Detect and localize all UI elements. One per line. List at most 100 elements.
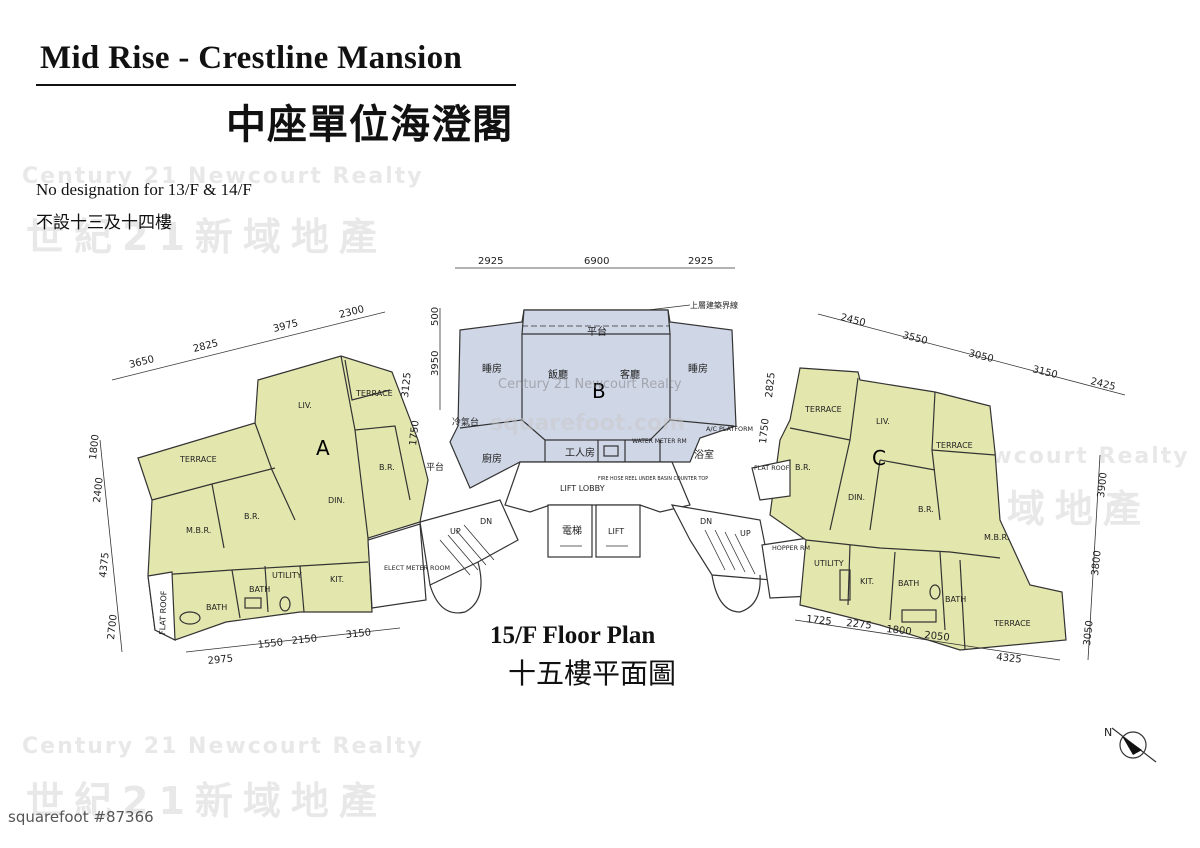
b-bath-label: 浴室 [694, 448, 714, 461]
a-bath1-label: BATH [206, 603, 227, 612]
dim-a-left-4: 2700 [106, 614, 120, 640]
dim-c-top-1: 2450 [839, 312, 866, 329]
plan-title-en: 15/F Floor Plan [490, 622, 656, 649]
dimension-lines [99, 267, 1126, 661]
a-terrace-left-label: TERRACE [179, 455, 217, 464]
stair-left [419, 499, 519, 586]
dim-c-top-4: 3150 [1031, 364, 1058, 381]
dim-b-left-1: 500 [430, 307, 441, 326]
a-din-label: DIN. [328, 496, 345, 505]
watermark-plan-en: Century 21 Newcourt Realty [498, 377, 682, 392]
c-liv-label: LIV. [876, 417, 890, 426]
dim-c-bottom-1: 1725 [806, 614, 832, 628]
c-terrace-left-label: TERRACE [804, 405, 842, 414]
a-utility-label: UTILITY [272, 571, 302, 580]
dim-a-bottom-4: 3150 [345, 627, 371, 641]
b-bed-left-label: 睡房 [482, 362, 502, 375]
lift-car-2 [595, 504, 641, 558]
dim-a-top-1: 3650 [128, 354, 155, 371]
north-label: N [1104, 726, 1112, 739]
title-underline [36, 84, 516, 86]
unit-b [449, 304, 737, 489]
stair-left-dn: DN [480, 517, 492, 526]
b-living-label: 客廳 [620, 368, 640, 381]
dim-a-bottom-3: 2150 [291, 633, 317, 647]
dim-a-left-1: 1800 [88, 434, 102, 460]
b-platform-label: 平台 [587, 325, 607, 338]
watermark-plan-site: squarefoot.com [490, 411, 685, 436]
c-kit-label: KIT. [860, 577, 874, 586]
a-mbr-label: M.B.R. [186, 526, 211, 535]
a-br2-label: B.R. [379, 463, 395, 472]
stair-left-up: UP [450, 527, 461, 536]
stair-right-dn: DN [700, 517, 712, 526]
b-ac-platform-label: A/C PLATFORM [706, 425, 753, 433]
dim-c-top-2: 3550 [901, 330, 928, 347]
c-bath2-label: BATH [945, 595, 966, 604]
c-flat-roof-label: FLAT ROOF [754, 464, 790, 472]
dim-a-inner-1: 3125 [400, 372, 414, 398]
floor-note-zh: 不設十三及十四樓 [36, 213, 172, 233]
c-terrace-bottom-label: TERRACE [993, 619, 1031, 628]
unit-a [137, 355, 429, 641]
b-kitchen-label: 廚房 [482, 452, 502, 465]
unit-c-letter: C [872, 446, 886, 470]
b-ac-label: 冷氣台 [452, 416, 479, 428]
c-mbr-label: M.B.R. [984, 533, 1009, 542]
c-br2-label: B.R. [918, 505, 934, 514]
dim-c-right-1: 3900 [1096, 472, 1110, 498]
a-bath2-label: BATH [249, 585, 270, 594]
elect-meter-label: ELECT METER ROOM [384, 564, 450, 572]
b-dining-label: 飯廳 [548, 368, 568, 381]
dim-b-left-2: 3950 [430, 351, 441, 376]
a-flat-roof-label: FLAT ROOF [158, 590, 169, 635]
c-bath1-label: BATH [898, 579, 919, 588]
water-meter-label: WATER METER RM [632, 438, 687, 445]
lift-zh-label: 電梯 [562, 524, 582, 537]
dim-c-right-3: 3050 [1082, 620, 1096, 646]
dim-c-right-2: 3800 [1090, 550, 1104, 576]
lift-en-label: LIFT [608, 527, 624, 536]
central-core [419, 461, 813, 614]
hopper-label: HOPPER RM [772, 544, 810, 552]
floor-note-en: No designation for 13/F & 14/F [36, 180, 252, 199]
dim-a-bottom-2: 1550 [257, 637, 283, 651]
dim-a-top-3: 3975 [272, 318, 299, 335]
stair-right-up: UP [740, 529, 751, 538]
plan-title-zh: 十五樓平面圖 [508, 657, 677, 690]
fire-hose-label: FIRE HOSE REEL UNDER BASIN COUNTER TOP [598, 476, 708, 482]
c-terrace-right-label: TERRACE [935, 441, 973, 450]
title-zh: 中座單位海澄閣 [226, 102, 513, 148]
a-br1-label: B.R. [244, 512, 260, 521]
c-br1-label: B.R. [795, 463, 811, 472]
dim-b-top-1: 2925 [478, 256, 503, 267]
unit-c [751, 367, 1067, 651]
elect-meter-room-area [367, 523, 427, 609]
unit-b-letter: B [592, 379, 606, 403]
platform-left-label: 平台 [426, 461, 444, 473]
stair-right [670, 504, 773, 581]
unit-a-flat-roof-area [147, 571, 176, 641]
b-bed-right-label: 睡房 [688, 362, 708, 375]
dim-a-inner-2: 1750 [408, 420, 422, 446]
dim-b-top-2: 6900 [584, 256, 609, 267]
a-liv-label: LIV. [298, 401, 312, 410]
a-kit-label: KIT. [330, 575, 344, 584]
b-maid-label: 工人房 [565, 446, 595, 459]
dim-b-top-3: 2925 [688, 256, 713, 267]
a-terrace-top-label: TERRACE [355, 389, 393, 398]
b-boundary-label: 上層建築界線 [690, 300, 738, 310]
dim-a-top-2: 2825 [192, 338, 219, 355]
source-tag: squarefoot #87366 [8, 808, 154, 826]
dim-a-top-4: 2300 [338, 304, 365, 321]
title-en: Mid Rise - Crestline Mansion [40, 40, 463, 76]
unit-c-flat-roof-area [751, 459, 791, 501]
dim-c-bottom-3: 1800 [886, 624, 912, 638]
dim-c-top-5: 2425 [1089, 376, 1116, 393]
north-arrow [1111, 727, 1157, 763]
dim-c-bottom-5: 4325 [996, 652, 1022, 666]
dim-c-bottom-2: 2275 [846, 618, 872, 632]
dim-c-top-3: 3050 [967, 348, 994, 365]
lift-car-1 [547, 504, 593, 558]
